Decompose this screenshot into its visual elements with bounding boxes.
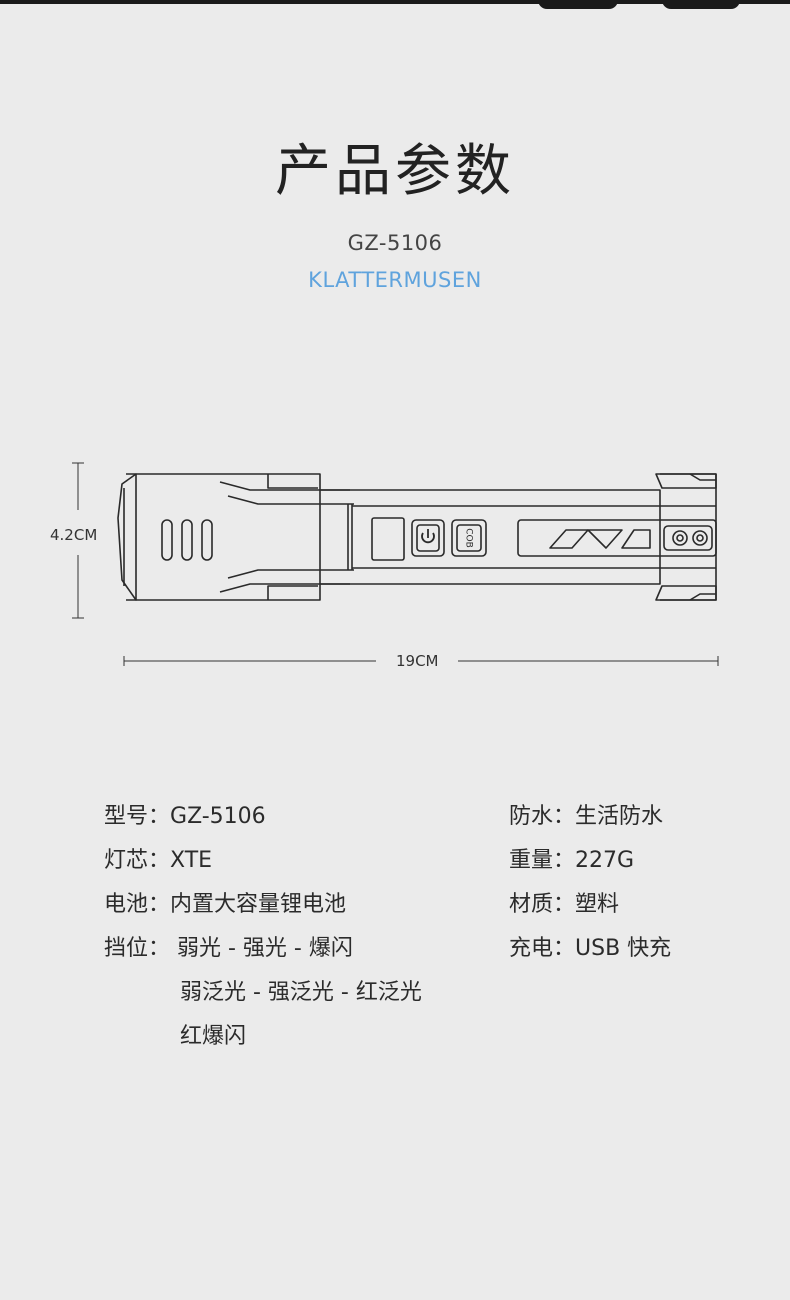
spec-label: 挡位：	[104, 936, 171, 961]
spec-value: 内置大容量锂电池	[170, 892, 347, 917]
spec-value: GZ-5106	[170, 804, 266, 829]
spec-value: 弱光 - 强光 - 爆闪	[170, 936, 353, 961]
spec-label: 充电：	[509, 936, 576, 961]
spec-weight: 重量：227G	[509, 844, 671, 888]
flashlight-body	[117, 473, 717, 601]
cob-button	[451, 519, 487, 557]
spec-value: XTE	[170, 848, 213, 873]
top-bar	[0, 0, 790, 4]
spec-modes-continued: 弱泛光 - 强泛光 - 红泛光	[180, 980, 422, 1005]
spec-label: 重量：	[509, 848, 576, 873]
height-dimension-line	[72, 462, 84, 619]
top-decoration-left	[538, 0, 618, 9]
height-dimension-label: 4.2CM	[50, 526, 98, 544]
spec-led: 灯芯：XTE	[104, 844, 422, 888]
length-dimension-label: 19CM	[390, 652, 445, 670]
spec-modes-continued: 红爆闪	[180, 1024, 247, 1049]
spec-label: 灯芯：	[104, 848, 171, 873]
power-button	[411, 519, 445, 557]
spec-value: 生活防水	[575, 804, 664, 829]
spec-waterproof: 防水：生活防水	[509, 800, 671, 844]
length-dimension-line	[123, 656, 719, 666]
model-number: GZ-5106	[347, 231, 443, 255]
page-title: 产品参数	[275, 139, 515, 204]
flashlight-dimension-drawing: COB	[72, 462, 719, 666]
spec-value: 塑料	[575, 892, 620, 917]
spec-material: 材质：塑料	[509, 888, 671, 932]
spec-charging: 充电：USB 快充	[509, 932, 671, 976]
spec-modes: 挡位： 弱光 - 强光 - 爆闪	[104, 932, 422, 976]
spec-battery: 电池：内置大容量锂电池	[104, 888, 422, 932]
top-decoration-right	[662, 0, 740, 9]
spec-label: 电池：	[104, 892, 171, 917]
power-icon	[421, 529, 435, 544]
spec-model: 型号：GZ-5106	[104, 800, 422, 844]
specs-right-column: 防水：生活防水 重量：227G 材质：塑料 充电：USB 快充	[509, 800, 671, 976]
specs-left-column: 型号：GZ-5106 灯芯：XTE 电池：内置大容量锂电池 挡位： 弱光 - 强…	[104, 800, 422, 1064]
spec-label: 型号：	[104, 804, 171, 829]
spec-label: 防水：	[509, 804, 576, 829]
cob-button-label: COB	[464, 528, 474, 548]
brand-name: KLATTERMUSEN	[308, 268, 482, 292]
spec-label: 材质：	[509, 892, 576, 917]
spec-value: 227G	[575, 848, 635, 873]
spec-value: USB 快充	[575, 936, 672, 961]
